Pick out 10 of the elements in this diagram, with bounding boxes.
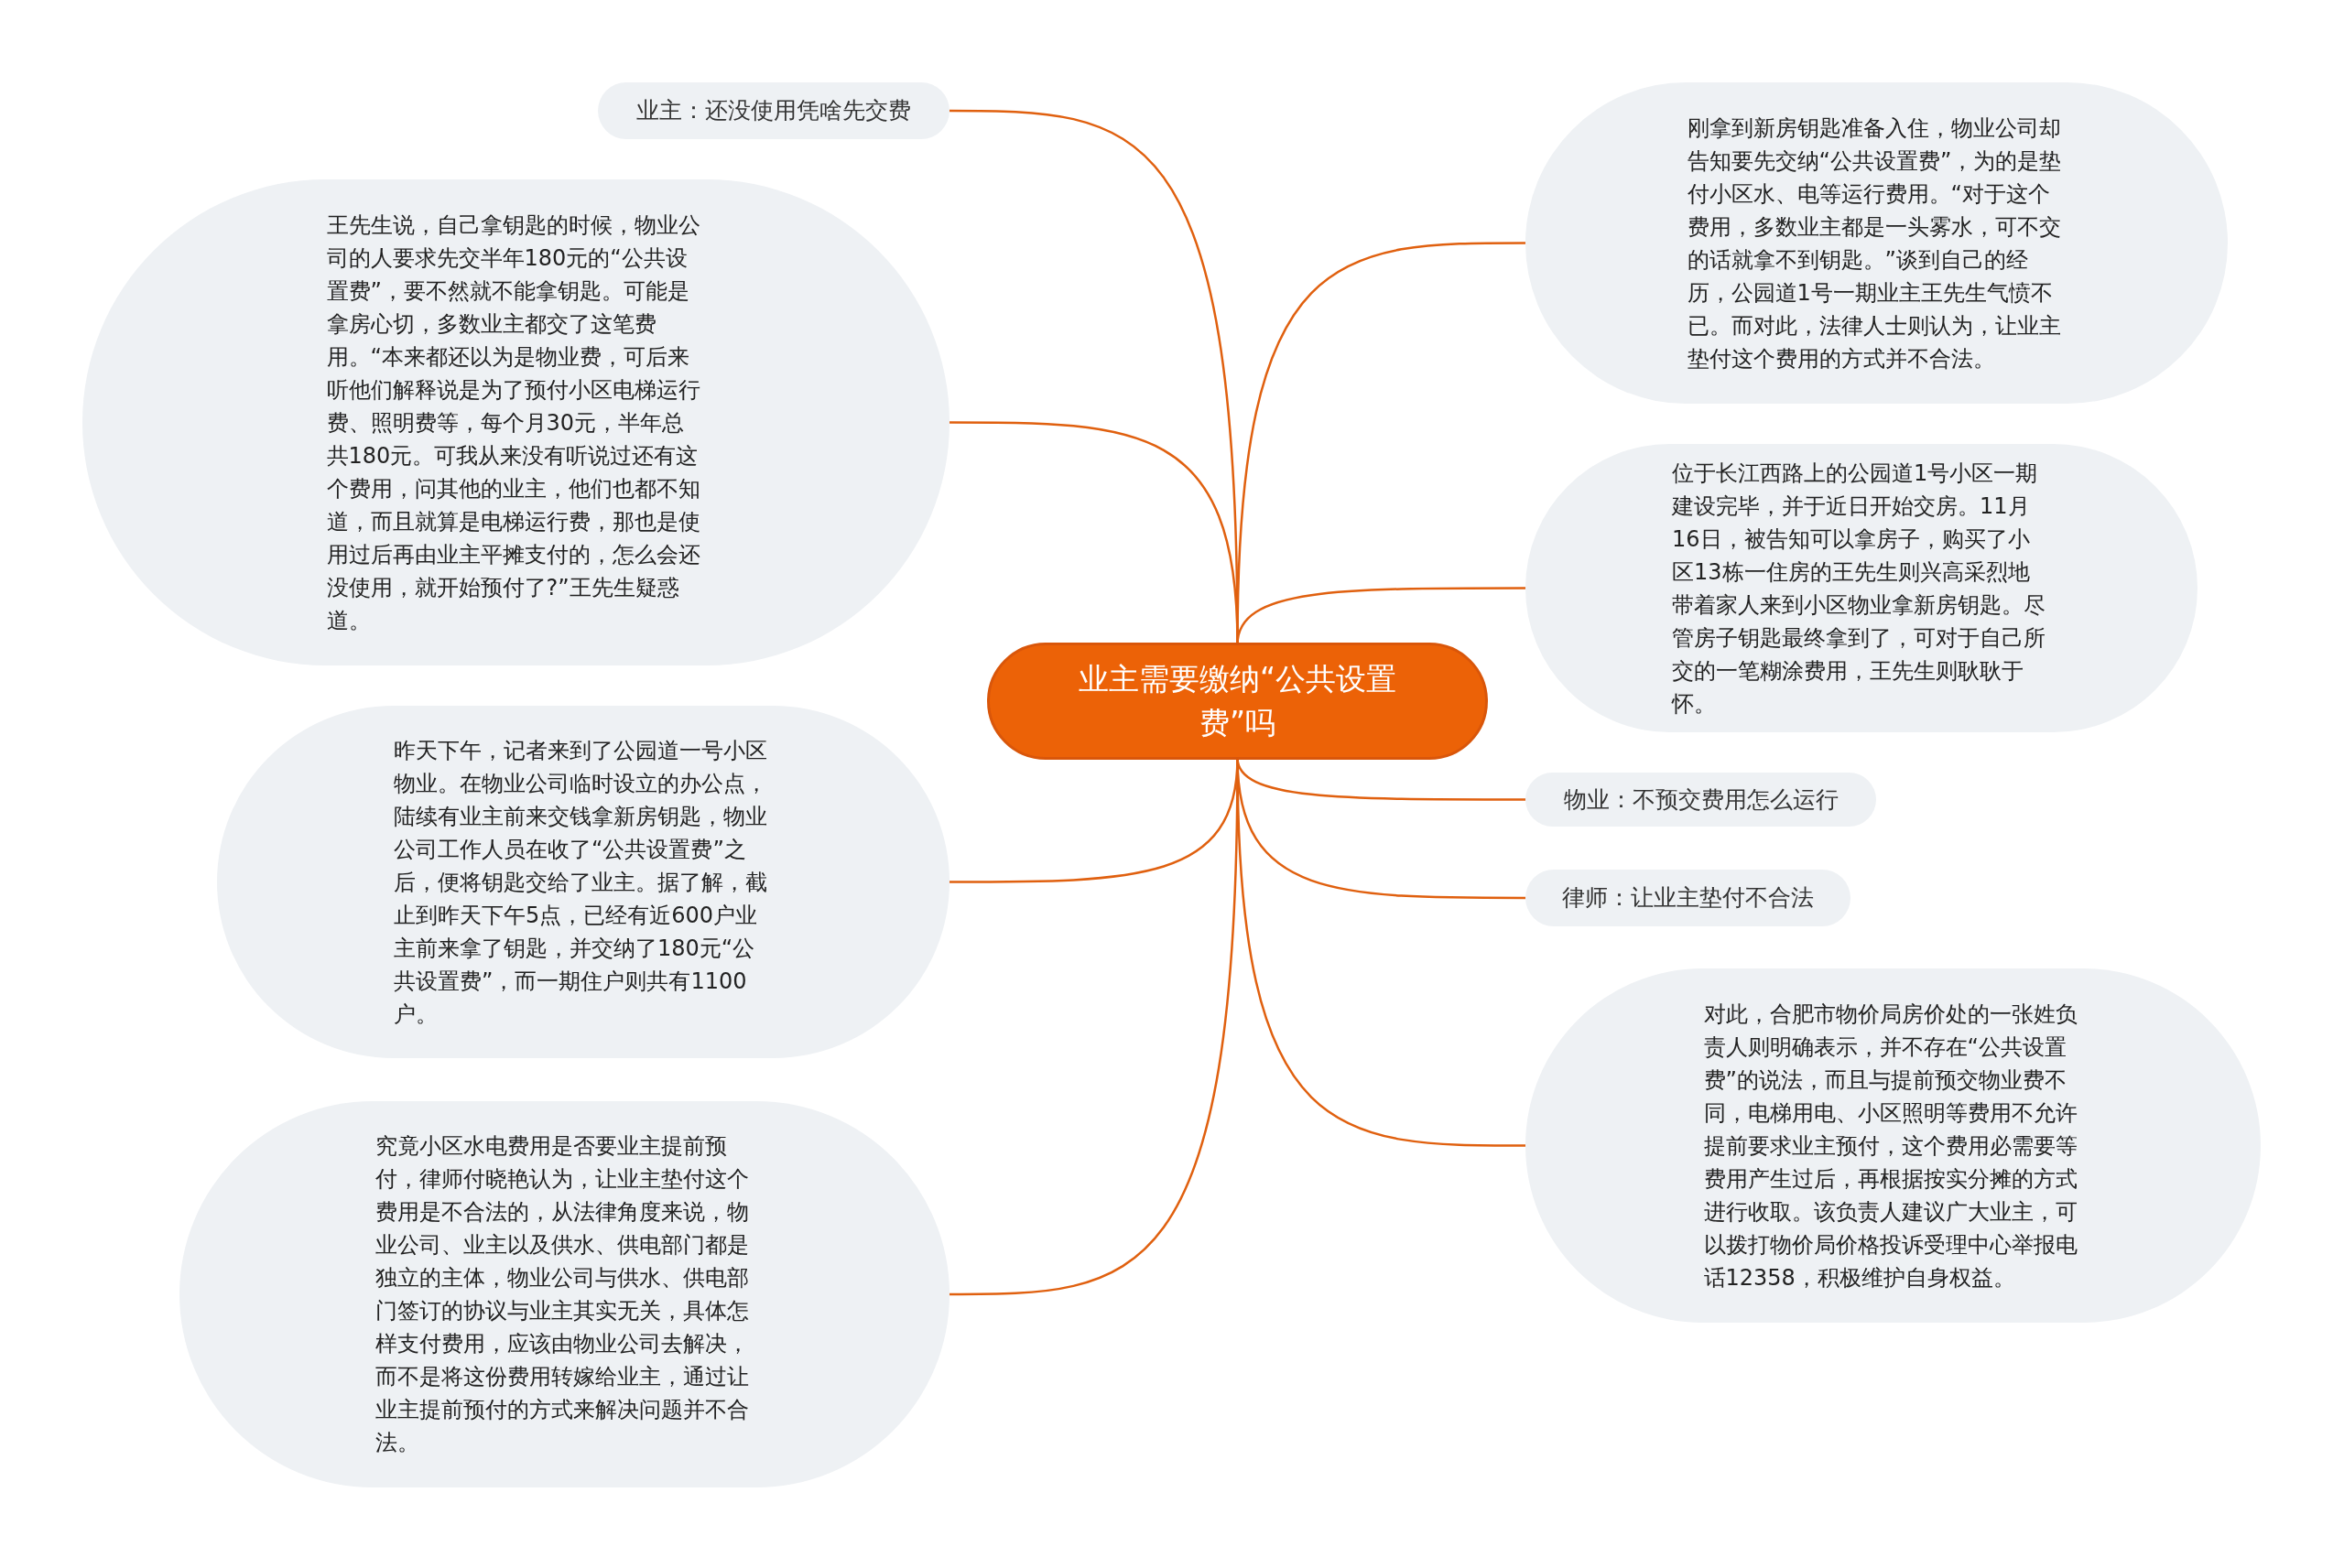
node-text: 物业：不预交费用怎么运行 — [1563, 784, 1839, 815]
node-text: 昨天下午，记者来到了公园道一号小区物业。在物业公司临时设立的办公点，陆续有业主前来交钱拿新房钥匙，物业公司工作人员在收了“公共设置费”之后，便将钥匙交给了业主。据了解，截止到昨天下午5点，已经有近600户业主前来拿了钥匙，并交纳了180元“公共设置费”，而一期住户则共有1100户。 — [394, 736, 768, 1029]
node-text: 律师：让业主垫付不合法 — [1562, 883, 1814, 914]
node-text: 对此，合肥市物价局房价处的一张姓负责人则明确表示，并不存在“公共设置费”的说法，而且与提前预交物业费不同，电梯用电、小区照明等费用不允许提前要求业主预付，这个费用必需要等费用产生过后，再根据按实分摊的方式进行收取。该负责人建议广大业主，可以拨打物价局价格投诉受理中心举报电话12358，积极维护自身权益。 — [1703, 1000, 2078, 1292]
node-text: 位于长江西路上的公园道1号小区一期建设完毕，并于近日开始交房。11月16日，被告知可以拿房子，购买了小区13栋一住房的王先生则兴高采烈地带着家人来到小区物业拿新房钥匙。尽管房子钥匙最终拿到了，可对于自己所交的一笔糊涂费用，王先生则耿耿于怀。 — [1672, 459, 2046, 719]
node-text: 刚拿到新房钥匙准备入住，物业公司却告知要先交纳“公共设置费”，为的是垫付小区水、电等运行费用。“对于这个费用，多数业主都是一头雾水，可不交的话就拿不到钥匙。”谈到自己的经历，公园道1号一期业主王先生气愤不已。而对此，法律人士则认为，让业主垫付这个费用的方式并不合法。 — [1687, 114, 2063, 373]
node-text: 究竟小区水电费用是否要业主提前预付，律师付晓艳认为，让业主垫付这个费用是不合法的，从法律角度来说，物业公司、业主以及供水、供电部门都是独立的主体，物业公司与供水、供电部门签订的协议与业主其实无关，具体怎样支付费用，应该由物业公司去解决，而不是将这份费用转嫁给业主，通过让业主提前预付的方式来解决问题并不合法。 — [374, 1132, 750, 1457]
node-text: 业主需要缴纳“公共设置费”吗 — [1077, 660, 1398, 742]
node-text: 业主：还没使用凭啥先交费 — [636, 96, 911, 126]
node-text: 王先生说，自己拿钥匙的时候，物业公司的人要求先交半年180元的“公共设置费”，要不然就不能拿钥匙。可能是拿房心切，多数业主都交了这笔费用。“本来都还以为是物业费，可后来听他们解释说是为了预付小区电梯运行费、照明费等，每个月30元，半年总共180元。可我从来没有听说过还有这个费用，问其他的业主，他们也都不知道，而且就算是电梯运行费，那也是使用过后再由业主平摊支付的，怎么会还没使用，就开始预付了?”王先生疑惑道。 — [326, 211, 701, 635]
